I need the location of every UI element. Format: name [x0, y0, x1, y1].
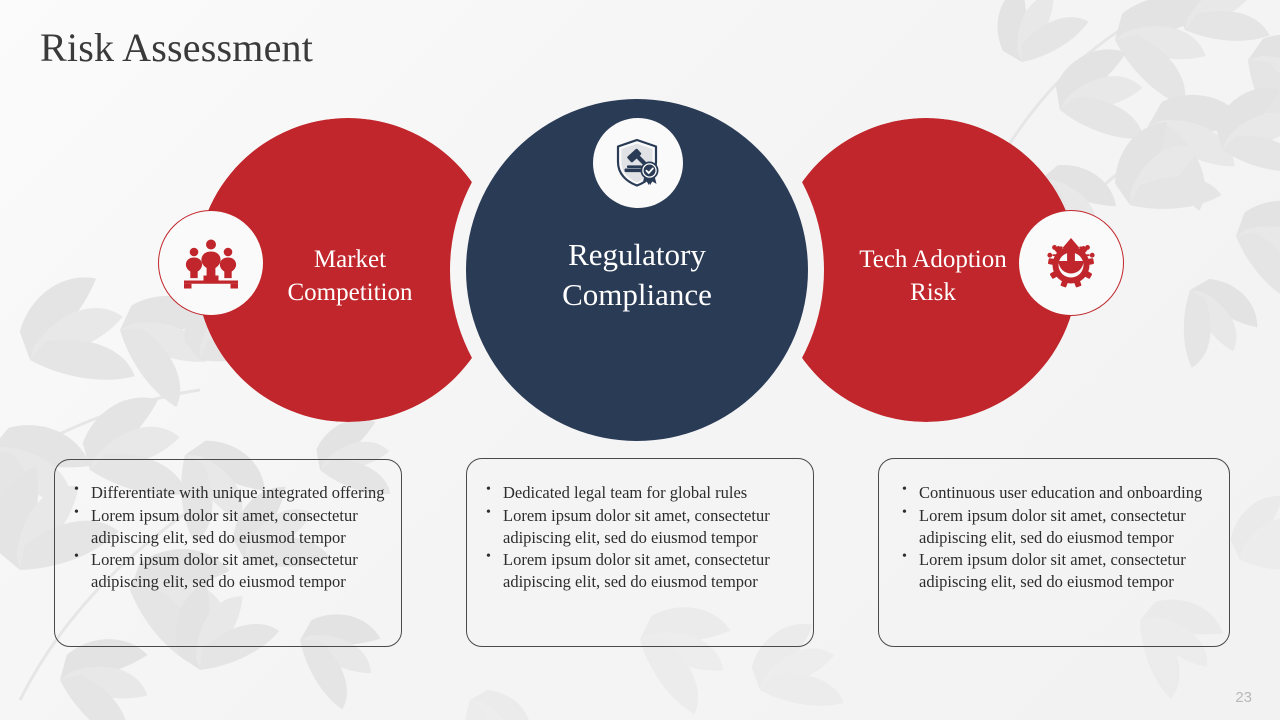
list-item: Lorem ipsum dolor sit amet, consectetur …	[486, 548, 797, 593]
venn-circles-diagram	[196, 99, 1078, 441]
list-item: Lorem ipsum dolor sit amet, consectetur …	[902, 548, 1213, 593]
icon-badge-market-competition[interactable]	[158, 210, 264, 316]
circle-market-competition[interactable]	[196, 118, 500, 422]
detail-box-tech-adoption-risk: Continuous user education and onboarding…	[878, 458, 1230, 647]
list-item: Continuous user education and onboarding	[902, 481, 1213, 504]
list-item: Lorem ipsum dolor sit amet, consectetur …	[902, 504, 1213, 549]
page-title: Risk Assessment	[40, 25, 314, 70]
list-item: Dedicated legal team for global rules	[486, 481, 797, 504]
icon-badge-tech-adoption-risk[interactable]	[1018, 210, 1124, 316]
icon-badge-regulatory-compliance[interactable]	[593, 118, 683, 208]
bullet-list: Dedicated legal team for global rules Lo…	[467, 459, 813, 593]
shield-gavel-badge-icon	[616, 138, 659, 187]
list-item: Differentiate with unique integrated off…	[74, 481, 385, 504]
list-item: Lorem ipsum dolor sit amet, consectetur …	[74, 548, 385, 593]
detail-box-market-competition: Differentiate with unique integrated off…	[54, 459, 402, 647]
circle-tech-adoption-risk[interactable]	[774, 118, 1078, 422]
page-number: 23	[1235, 689, 1252, 706]
bullet-list: Continuous user education and onboarding…	[879, 459, 1229, 593]
detail-box-regulatory-compliance: Dedicated legal team for global rules Lo…	[466, 458, 814, 647]
bullet-list: Differentiate with unique integrated off…	[55, 460, 401, 593]
list-item: Lorem ipsum dolor sit amet, consectetur …	[74, 504, 385, 549]
podium-winners-icon	[184, 239, 238, 289]
list-item: Lorem ipsum dolor sit amet, consectetur …	[486, 504, 797, 549]
circle-regulatory-compliance[interactable]	[466, 99, 808, 441]
gear-arrow-circuit-icon	[1047, 238, 1095, 288]
